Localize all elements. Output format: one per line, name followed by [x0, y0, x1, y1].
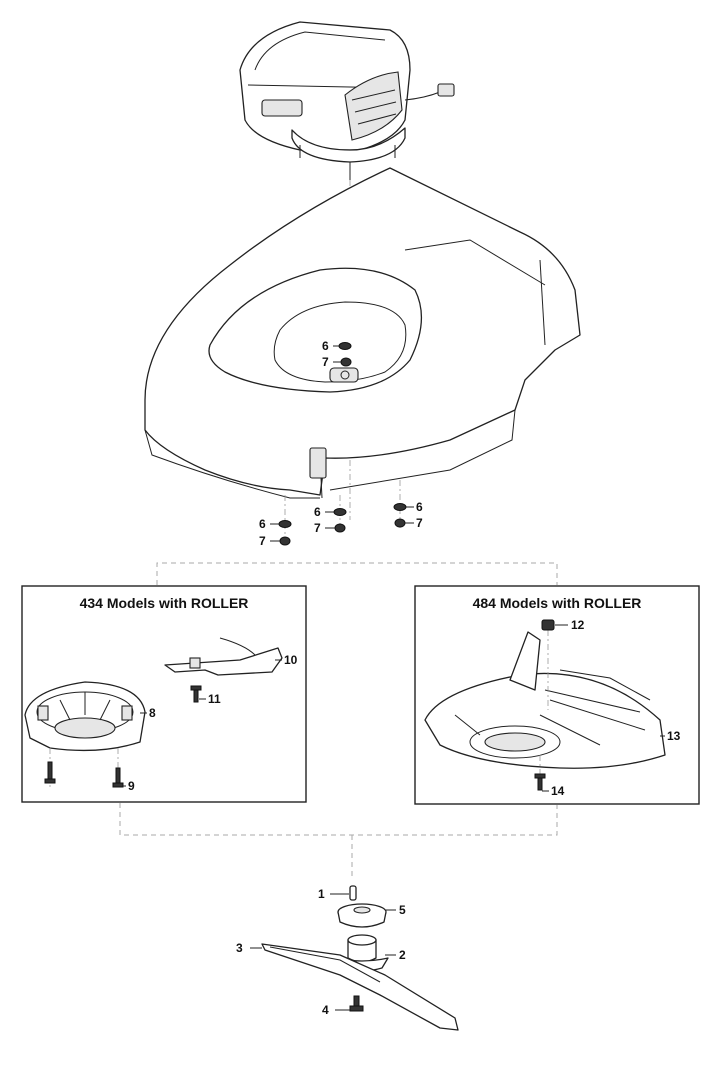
callout-14: 14 [551, 784, 565, 798]
part-1-key [330, 885, 357, 901]
callout-5: 5 [399, 903, 406, 917]
part-9-screws [44, 748, 126, 790]
deck-mount-fasteners [270, 480, 414, 546]
callout-8: 8 [149, 706, 156, 720]
deck-center-fasteners [333, 342, 352, 367]
part-3-blade [250, 943, 459, 1031]
part-12-nut [541, 619, 568, 710]
box-484-models [414, 585, 700, 805]
callout-1: 1 [318, 887, 325, 901]
callout-7-deck: 7 [322, 355, 329, 369]
callout-13: 13 [667, 729, 681, 743]
mower-deck [144, 167, 581, 499]
part-10-deflector [164, 637, 283, 676]
part-8-roller-cup [24, 681, 147, 752]
callout-6-right: 6 [416, 500, 423, 514]
callout-4: 4 [322, 1003, 329, 1017]
callout-7-right: 7 [416, 516, 423, 530]
connector-top [156, 562, 558, 585]
connector-bottom [119, 803, 558, 836]
callout-9: 9 [128, 779, 135, 793]
callout-7-left: 7 [259, 534, 266, 548]
motor-housing [239, 21, 455, 180]
part-13-roller-guard [424, 631, 666, 769]
callout-12: 12 [571, 618, 585, 632]
callout-6-deck: 6 [322, 339, 329, 353]
callout-7-mid: 7 [314, 521, 321, 535]
part-4-bolt [335, 995, 364, 1012]
box-484-title: 484 Models with ROLLER [473, 595, 642, 611]
callout-10: 10 [284, 653, 298, 667]
callout-3: 3 [236, 941, 243, 955]
box-434-models [21, 585, 307, 803]
part-11-screw [190, 685, 206, 703]
part-14-screw [534, 755, 549, 792]
box-434-title: 434 Models with ROLLER [80, 595, 249, 611]
callout-6-mid: 6 [314, 505, 321, 519]
callout-6-left: 6 [259, 517, 266, 531]
callout-2: 2 [399, 948, 406, 962]
part-5-adapter [337, 903, 396, 928]
callout-11: 11 [208, 692, 221, 706]
